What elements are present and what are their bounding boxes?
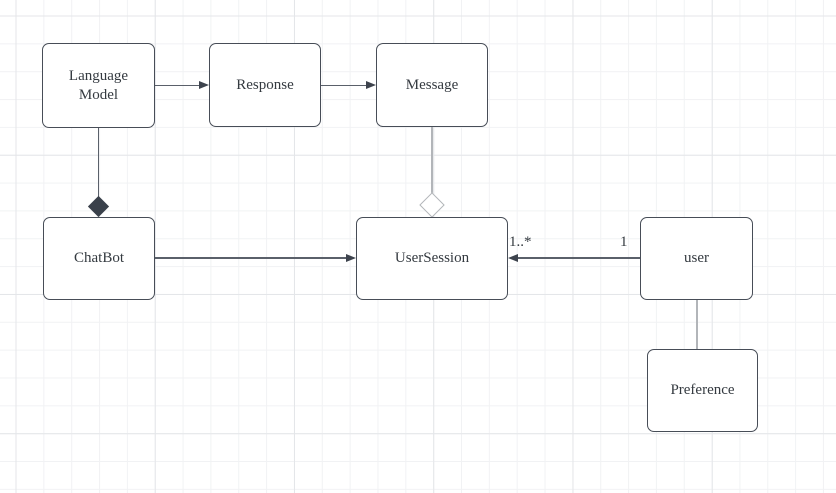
class-node-preference[interactable]: Preference: [647, 349, 758, 432]
class-node-label: Preference: [670, 382, 735, 399]
edge-multiplicity-label[interactable]: 1: [620, 234, 628, 250]
class-node-label: ChatBot: [73, 250, 124, 267]
arrowhead-icon: [346, 253, 356, 262]
edge-user-to-preference[interactable]: [696, 300, 698, 349]
class-node-response[interactable]: Response: [209, 43, 321, 127]
class-node-label: UserSession: [394, 250, 470, 267]
class-node-message[interactable]: Message: [376, 43, 488, 127]
edge-language-model-to-chatbot[interactable]: [97, 128, 100, 198]
edge-message-to-user-session[interactable]: [431, 127, 433, 193]
class-node-user-session[interactable]: UserSession: [356, 217, 508, 300]
aggregation-diamond-icon: [419, 191, 445, 218]
edge-chatbot-to-user-session[interactable]: [155, 257, 346, 259]
edge-user-to-user-session[interactable]: [518, 257, 640, 259]
edge-response-to-message[interactable]: [321, 84, 366, 87]
arrowhead-icon: [508, 253, 518, 262]
arrowhead-icon: [366, 81, 376, 89]
class-node-label: Message: [405, 76, 459, 93]
class-node-label: Language Model: [68, 67, 129, 103]
class-node-user[interactable]: user: [640, 217, 753, 300]
edge-language-model-to-response[interactable]: [155, 84, 199, 87]
class-node-label: Response: [236, 76, 294, 93]
class-node-label: user: [684, 250, 709, 267]
class-node-chatbot[interactable]: ChatBot: [43, 217, 155, 300]
arrowhead-icon: [199, 81, 209, 89]
class-node-language-model[interactable]: Language Model: [42, 43, 155, 128]
edge-multiplicity-label[interactable]: 1..*: [509, 234, 532, 250]
composition-diamond-icon: [87, 195, 110, 217]
